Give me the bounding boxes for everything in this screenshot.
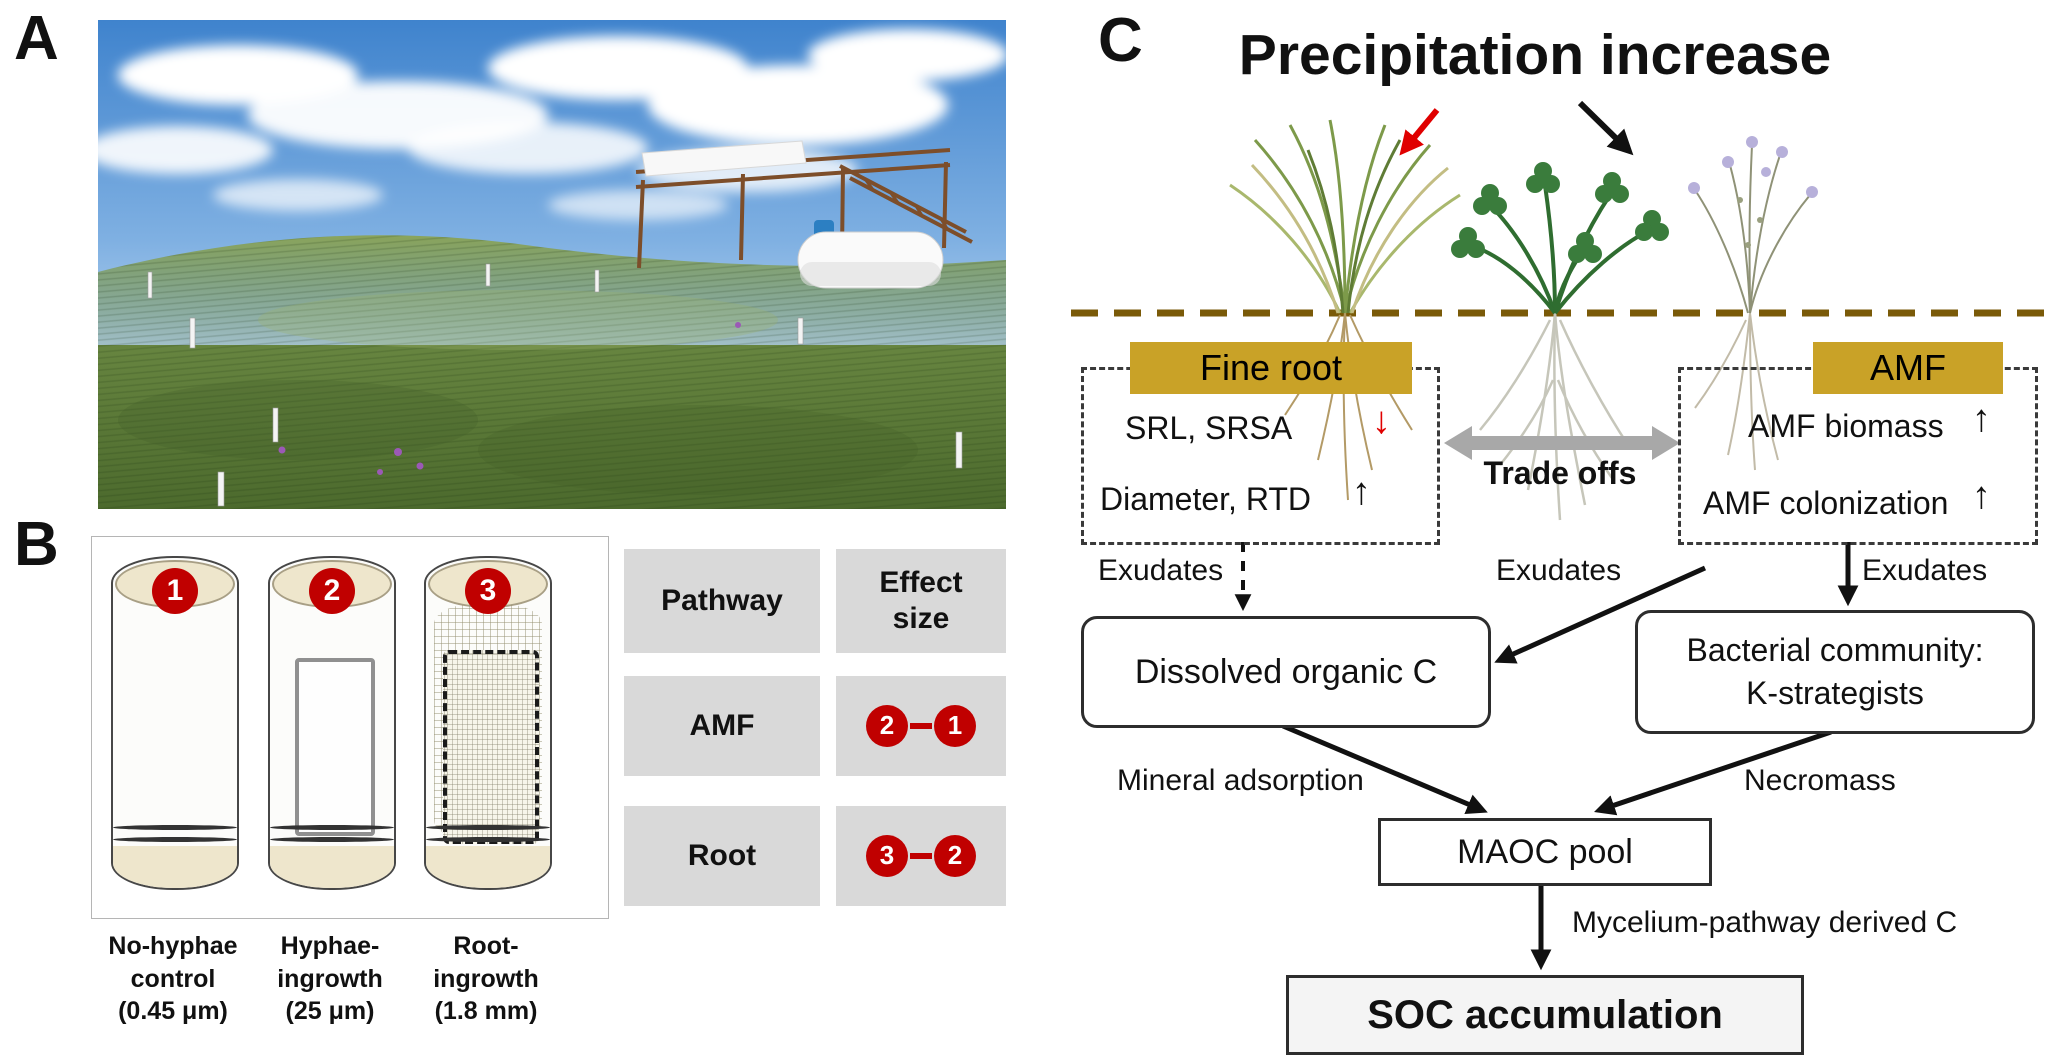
minus-dash-icon <box>910 723 932 729</box>
fine-root-header: Fine root <box>1130 342 1412 394</box>
mesh-window <box>295 658 375 836</box>
core-caption-1: No-hyphae control (0.45 μm) <box>108 932 238 1025</box>
wildflowers <box>278 322 741 475</box>
necromass-label: Necromass <box>1744 764 1896 797</box>
treatment-circle: 2 <box>934 835 976 877</box>
red-arrow-to-grass <box>1399 108 1440 156</box>
core-band <box>113 825 237 830</box>
clover-plant <box>1451 162 1669 315</box>
exudates-label-left: Exudates <box>1098 554 1224 587</box>
shelter-roof-panel <box>641 140 807 177</box>
pathway-root-label: Root <box>687 839 757 872</box>
core-no-hyphae: 1 <box>111 556 239 890</box>
mineral-adsorption-label: Mineral adsorption <box>1117 764 1364 797</box>
trade-offs-label: Trade offs <box>1483 455 1637 491</box>
black-arrow-to-clover <box>1577 100 1634 156</box>
decrease-arrow-icon: ↓ <box>1372 400 1391 442</box>
water-tank <box>797 220 944 289</box>
pathway-header-label: Pathway <box>661 584 783 617</box>
srl-srsa-label: SRL, SRSA <box>1125 410 1293 446</box>
soc-accumulation-box: SOC accumulation <box>1286 975 1804 1055</box>
grass-field <box>98 235 1006 509</box>
dissolved-organic-c-box: Dissolved organic C <box>1081 616 1491 728</box>
survey-stakes <box>147 263 963 507</box>
increase-arrow-icon: ↑ <box>1972 475 1991 517</box>
core-root-ingrowth: 3 <box>424 556 552 890</box>
minus-dash-icon <box>910 853 932 859</box>
mycelium-pathway-label: Mycelium-pathway derived C <box>1572 906 1958 939</box>
amf-header: AMF <box>1813 342 2003 394</box>
panel-a-label: A <box>14 4 59 73</box>
core-caption-2: Hyphae- ingrowth (25 μm) <box>277 932 383 1025</box>
increase-arrow-icon: ↑ <box>1352 471 1371 513</box>
increase-arrow-icon: ↑ <box>1972 398 1991 440</box>
exudates-label-middle: Exudates <box>1496 554 1622 587</box>
bacterial-community-box: Bacterial community: K-strategists <box>1635 610 2035 734</box>
exudates-to-doc-arrow <box>1494 565 1707 664</box>
table-header-effect-size: Effect size <box>836 549 1006 653</box>
panel-b-label: B <box>14 510 59 579</box>
core-number-badge: 3 <box>465 568 511 614</box>
table-row-amf-effect: 2 1 <box>836 676 1006 776</box>
core-band <box>270 837 394 842</box>
clouds <box>98 29 1006 220</box>
maoc-pool-box: MAOC pool <box>1378 818 1712 886</box>
doc-to-maoc-arrow <box>1282 723 1488 814</box>
core-base <box>426 846 550 888</box>
core-number-badge: 2 <box>309 568 355 614</box>
trade-offs-arrow <box>1444 426 1680 460</box>
table-row-amf: AMF <box>624 676 820 776</box>
core-caption-3: Root- ingrowth (1.8 mm) <box>433 932 539 1025</box>
diameter-rtd-label: Diameter, RTD <box>1100 481 1312 517</box>
amf-biomass-label: AMF biomass <box>1748 408 1944 444</box>
core-base <box>113 846 237 888</box>
pathway-amf-label: AMF <box>689 709 755 742</box>
field-photo <box>98 20 1006 509</box>
table-header-pathway: Pathway <box>624 549 820 653</box>
core-number-badge: 1 <box>152 568 198 614</box>
core-base <box>270 846 394 888</box>
grass-plant <box>1229 119 1461 314</box>
amf-colonization-label: AMF colonization <box>1703 485 1949 521</box>
diagram-title: Precipitation increase <box>1238 23 1832 87</box>
effect-size-header-label: Effect size <box>879 566 963 635</box>
core-band <box>426 837 550 842</box>
forb-plant <box>1688 136 1818 314</box>
panel-c-label: C <box>1098 6 1143 75</box>
exudates-label-right: Exudates <box>1862 554 1988 587</box>
core-band <box>426 825 550 830</box>
core-band <box>113 837 237 842</box>
treatment-circle: 2 <box>866 705 908 747</box>
table-row-root-effect: 3 2 <box>836 806 1006 906</box>
mesh-window <box>443 650 539 844</box>
bacteria-to-maoc-arrow <box>1594 729 1832 816</box>
table-row-root: Root <box>624 806 820 906</box>
core-band <box>270 825 394 830</box>
core-hyphae-ingrowth: 2 <box>268 556 396 890</box>
treatment-circle: 1 <box>934 705 976 747</box>
field-photo-graphic <box>98 20 1006 509</box>
treatment-circle: 3 <box>866 835 908 877</box>
clover-roots <box>1479 312 1630 521</box>
